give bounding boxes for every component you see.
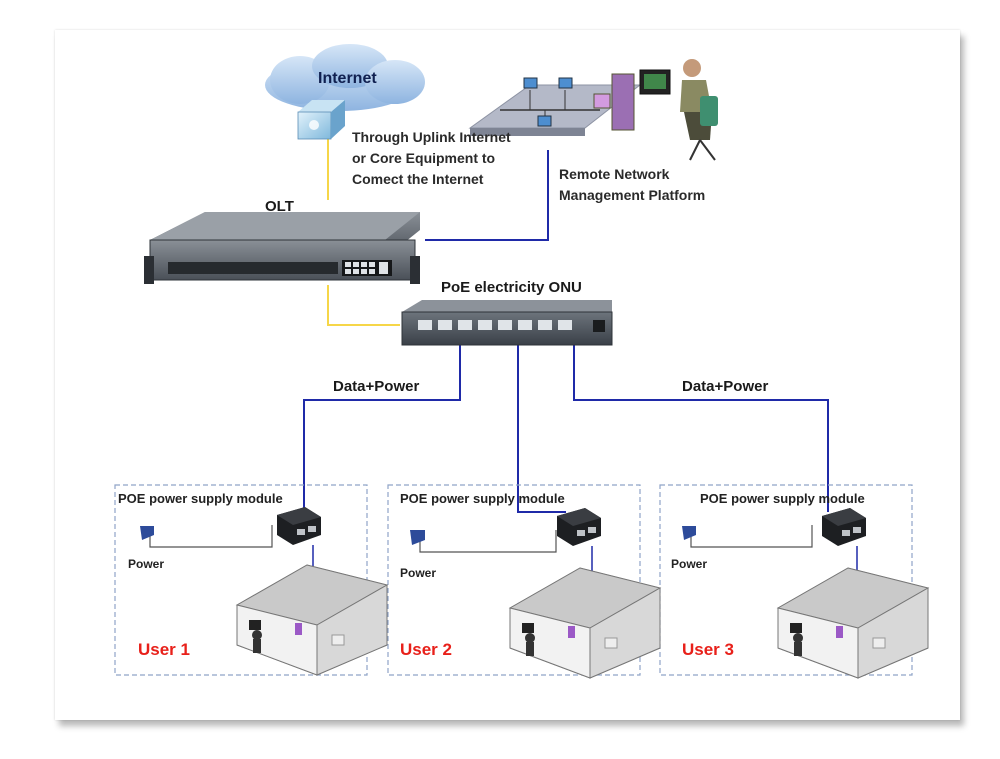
- internet-cloud-icon: [265, 44, 425, 111]
- power-label: Power: [128, 557, 165, 571]
- user-3-box: [659, 484, 913, 676]
- olt-device: [144, 212, 420, 284]
- power-plug-icon: [682, 526, 696, 540]
- management-platform-icon: [468, 59, 718, 161]
- house-icon: [509, 567, 661, 679]
- poe-adapter-icon: [822, 508, 866, 546]
- poe-module-label: POE power supply module: [400, 491, 565, 506]
- user-label: User 3: [682, 640, 734, 659]
- power-plug-icon: [140, 526, 154, 540]
- uplink-description: Through Uplink Internet or Core Equipmen…: [352, 129, 511, 187]
- poe-adapter-icon: [277, 507, 321, 545]
- core-switch-icon: [297, 100, 345, 140]
- olt-label: OLT: [265, 198, 294, 215]
- power-plug-icon: [410, 530, 425, 545]
- internet-label: Internet: [318, 70, 377, 87]
- poe-adapter-icon: [557, 508, 601, 546]
- poe-module-label: POE power supply module: [118, 491, 283, 506]
- remote-platform-label: Remote Network Management Platform: [559, 166, 706, 203]
- data-power-label-left: Data+Power: [333, 378, 420, 395]
- poe-onu-device: [401, 300, 613, 346]
- house-icon: [777, 567, 929, 679]
- user-label: User 1: [138, 640, 190, 659]
- poe-module-label: POE power supply module: [700, 491, 865, 506]
- user-2-box: [387, 484, 641, 676]
- power-label: Power: [671, 557, 708, 571]
- onu-label: PoE electricity ONU: [441, 279, 582, 296]
- user-label: User 2: [400, 640, 452, 659]
- data-power-label-right: Data+Power: [682, 378, 769, 395]
- house-icon: [236, 564, 388, 676]
- power-label: Power: [400, 566, 437, 580]
